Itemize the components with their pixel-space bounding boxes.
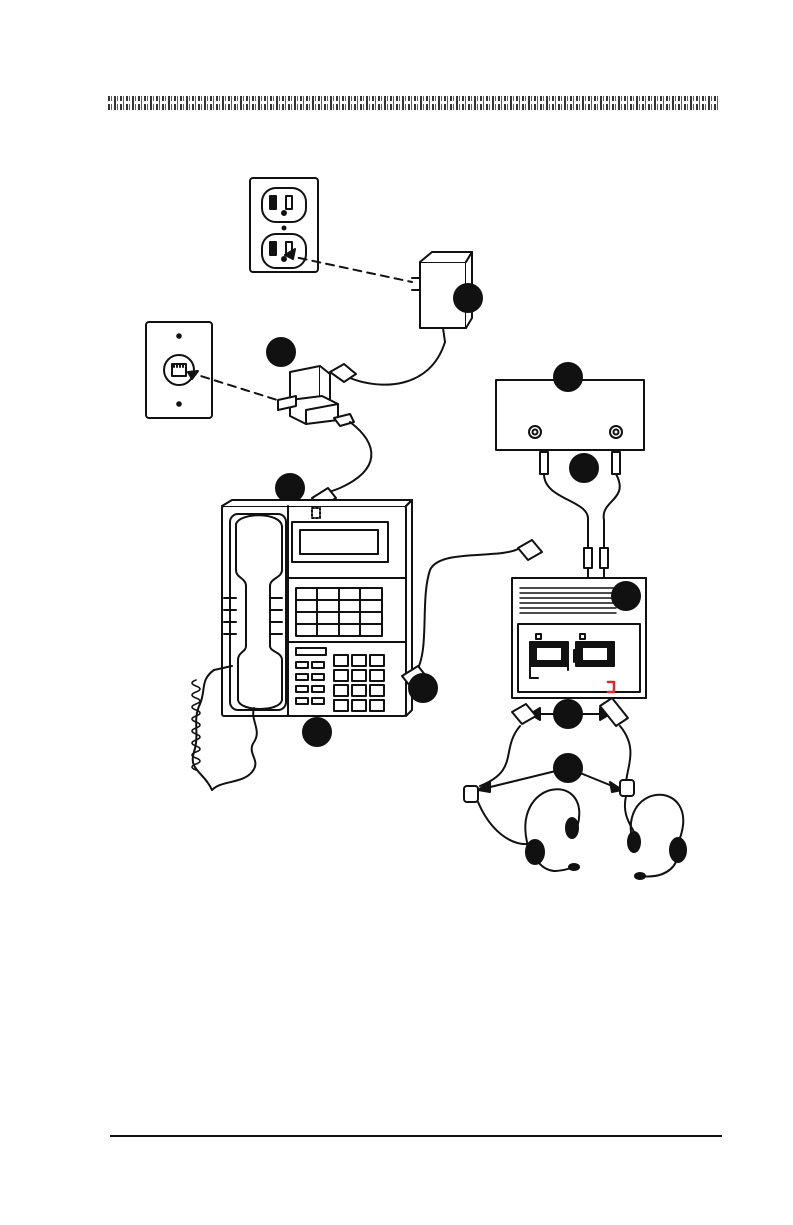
callout-marker [276,474,304,502]
callout-marker [554,754,582,782]
adapter-cord [350,342,445,385]
headset-right [620,726,686,879]
callout-marker [570,454,598,482]
callout-marker [409,674,437,702]
callout-marker [554,700,582,728]
callout-marker [554,363,582,391]
headset-left [464,726,579,871]
callout-marker [612,582,640,610]
modular-plug [512,704,536,724]
phone-amplifier-cord [416,548,520,672]
callout-marker [454,284,482,312]
headset-arrows [478,768,622,790]
footer-rule [110,1135,722,1137]
telephone-set [222,500,412,716]
phone-wall-jack [146,322,212,418]
callout-marker [267,338,295,366]
modular-plug [518,540,542,560]
callout-marker [303,718,331,746]
splitter-phone-cord [322,422,371,494]
modular-plug [600,698,628,726]
wall-power-outlet [250,178,318,272]
